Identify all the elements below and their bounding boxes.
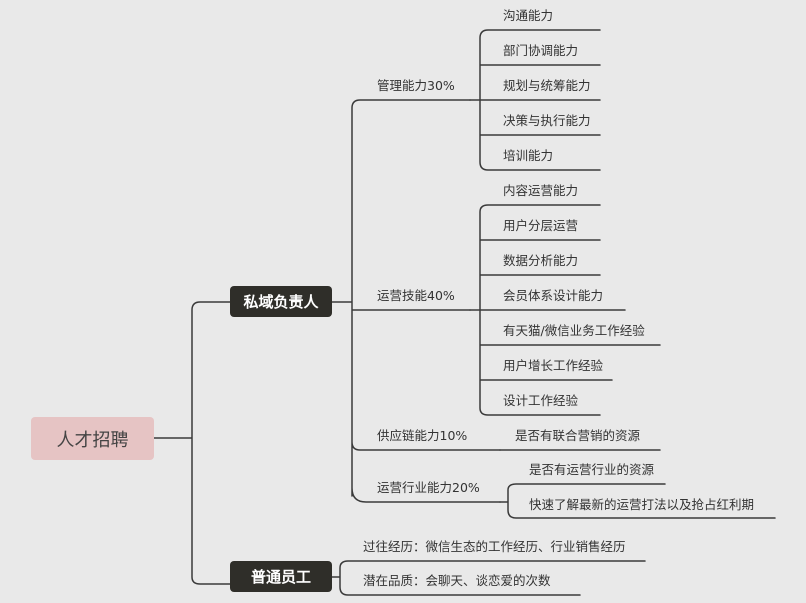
connector-industry-items [499, 483, 776, 519]
operations-item[interactable]: 数据分析能力 [503, 253, 579, 268]
management-item[interactable]: 沟通能力 [503, 8, 554, 23]
supply-chain-item[interactable]: 是否有联合营销的资源 [515, 428, 641, 443]
category-operations[interactable]: 运营技能40% [377, 288, 455, 303]
operations-item[interactable]: 用户分层运营 [503, 218, 579, 233]
regular-staff-item[interactable]: 潜在品质：会聊天、谈恋爱的次数 [363, 573, 551, 588]
connector-regular-staff-items [331, 560, 646, 596]
category-industry[interactable]: 运营行业能力20% [377, 480, 480, 495]
root-node[interactable]: 人才招聘 [31, 417, 154, 460]
operations-item[interactable]: 设计工作经验 [503, 393, 579, 408]
connector-root-branches [153, 301, 231, 585]
management-item[interactable]: 决策与执行能力 [503, 113, 591, 128]
branch-private-domain-lead[interactable]: 私域负责人 [230, 286, 332, 317]
connector-operations-items [469, 204, 661, 416]
connector-private-domain-categories [331, 99, 501, 503]
connector-management-items [469, 29, 601, 171]
management-item[interactable]: 规划与统筹能力 [503, 78, 591, 93]
operations-item[interactable]: 有天猫/微信业务工作经验 [503, 323, 645, 338]
operations-item[interactable]: 用户增长工作经验 [503, 358, 604, 373]
operations-item[interactable]: 内容运营能力 [503, 183, 579, 198]
category-supply-chain[interactable]: 供应链能力10% [377, 428, 468, 443]
industry-item[interactable]: 快速了解最新的运营打法以及抢占红利期 [529, 497, 755, 512]
management-item[interactable]: 培训能力 [503, 148, 554, 163]
regular-staff-item[interactable]: 过往经历：微信生态的工作经历、行业销售经历 [363, 539, 626, 554]
management-item[interactable]: 部门协调能力 [503, 43, 579, 58]
industry-item[interactable]: 是否有运营行业的资源 [529, 462, 655, 477]
branch-regular-staff[interactable]: 普通员工 [230, 561, 332, 592]
operations-item[interactable]: 会员体系设计能力 [503, 288, 604, 303]
category-management[interactable]: 管理能力30% [377, 78, 455, 93]
